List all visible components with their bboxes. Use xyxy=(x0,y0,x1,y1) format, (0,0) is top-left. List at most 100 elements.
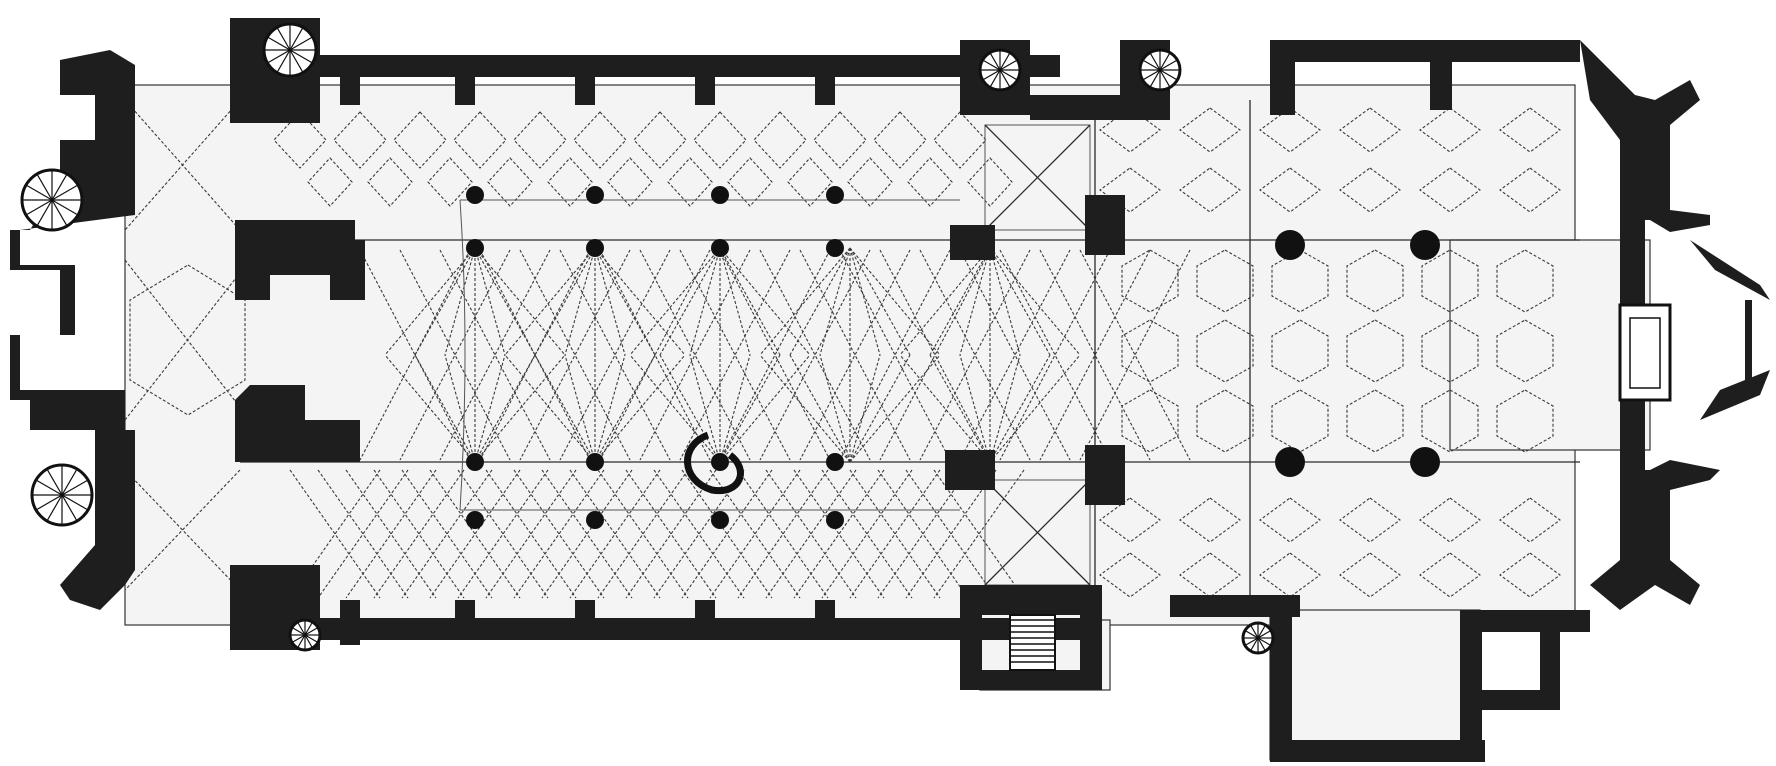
south-aisle-rib xyxy=(457,469,549,599)
north-aisle-cell xyxy=(693,111,747,169)
north-aisle-cell xyxy=(727,157,773,207)
vault-rib xyxy=(989,354,1051,463)
spiral-stair xyxy=(1138,48,1182,92)
south-aisle-rib xyxy=(597,469,689,599)
south-aisle-rib xyxy=(849,469,941,599)
lattice-rib xyxy=(799,249,911,461)
pier xyxy=(826,186,844,204)
lattice-rib xyxy=(599,249,711,461)
lattice-rib xyxy=(879,249,991,461)
south-aisle-rib xyxy=(541,469,633,599)
north-aisle-cell xyxy=(333,111,387,169)
lattice-rib xyxy=(919,249,1031,461)
vault-rib xyxy=(384,354,476,463)
vault-rib xyxy=(719,354,781,463)
stair-step xyxy=(61,494,78,522)
vault-rib xyxy=(719,247,811,356)
stair-step xyxy=(61,494,89,511)
stair-step xyxy=(1257,637,1272,647)
vault-rib xyxy=(719,354,751,463)
stair-step xyxy=(1159,59,1178,71)
star-vault-cell xyxy=(1121,249,1179,313)
south-aisle-rib xyxy=(625,469,717,599)
south-aisle-rib xyxy=(765,469,857,599)
lattice-rib xyxy=(959,249,1071,461)
vault-rib xyxy=(929,247,991,356)
vault-rib xyxy=(899,354,991,463)
south-aisle-rib xyxy=(737,469,829,599)
stair-step xyxy=(51,173,68,201)
star-vault-cell xyxy=(1346,389,1404,453)
stair-step xyxy=(999,69,1018,81)
south-aisle-rib xyxy=(401,469,493,599)
south-aisle-rib xyxy=(317,469,409,599)
lattice-rib xyxy=(439,249,551,461)
stair-step xyxy=(1244,637,1259,647)
lattice-rib xyxy=(359,249,471,461)
stair-step xyxy=(1159,69,1171,88)
lattice-rib xyxy=(439,249,551,461)
stair-step xyxy=(999,52,1011,71)
star-vault-cell xyxy=(1421,249,1479,313)
north-aisle-cell xyxy=(753,111,807,169)
lattice-rib xyxy=(999,249,1111,461)
stair-step xyxy=(296,621,306,636)
lattice-rib xyxy=(879,249,991,461)
stair-step xyxy=(51,199,79,216)
vault-rib xyxy=(789,247,851,356)
lattice-rib xyxy=(479,249,591,461)
vault-rib xyxy=(989,247,1021,356)
vault-rib xyxy=(849,247,881,356)
north-aisle-cell xyxy=(453,111,507,169)
pier xyxy=(711,453,729,471)
south-aisle-rib xyxy=(373,469,465,599)
stair-step xyxy=(61,479,89,496)
south-aisle-rib xyxy=(737,469,829,599)
north-aisle-cell xyxy=(427,157,473,207)
vault-rib xyxy=(899,247,991,356)
vault-rib xyxy=(989,247,1081,356)
north-aisle-cell xyxy=(813,111,867,169)
stair-step xyxy=(989,52,1001,71)
vault-rib xyxy=(474,247,506,356)
south-aisle-rib xyxy=(569,469,661,599)
stair-step xyxy=(267,49,291,64)
pulpit-stair xyxy=(684,431,744,495)
lattice-rib xyxy=(719,249,831,461)
spiral-stair xyxy=(1241,621,1275,655)
north-aisle-cell xyxy=(607,157,653,207)
vault-rib xyxy=(819,247,851,356)
south-aisle-rib xyxy=(821,469,913,599)
south-aisle-rib xyxy=(485,469,577,599)
column-piers xyxy=(466,186,1440,529)
south-aisle-rib xyxy=(513,469,605,599)
pier xyxy=(466,453,484,471)
star-vault-cell xyxy=(1196,389,1254,453)
stair-step xyxy=(1257,637,1267,652)
stair-step xyxy=(304,626,319,636)
stair-step xyxy=(291,634,306,644)
spiral-staircases xyxy=(20,22,1275,655)
south-aisle-rib xyxy=(793,469,885,599)
north-aisle-cell xyxy=(967,157,1013,207)
stair-step xyxy=(1149,69,1161,88)
south-aisle-rib xyxy=(793,469,885,599)
pier xyxy=(1275,447,1305,477)
stair-step xyxy=(1244,629,1259,639)
north-aisle-cell xyxy=(667,157,713,207)
pier xyxy=(586,239,604,257)
vault-rib xyxy=(689,354,721,463)
pier xyxy=(586,186,604,204)
vault-rib xyxy=(989,247,1051,356)
vault-rib xyxy=(719,247,751,356)
south-aisle-rib xyxy=(345,469,437,599)
south-aisle-rib xyxy=(457,469,549,599)
pier xyxy=(826,239,844,257)
lattice-rib xyxy=(559,249,671,461)
vault-rib xyxy=(849,354,911,463)
pier xyxy=(711,511,729,529)
lattice-rib xyxy=(679,249,791,461)
south-aisle-rib xyxy=(429,469,521,599)
vault-rib xyxy=(534,354,596,463)
lattice-rib xyxy=(759,249,871,461)
